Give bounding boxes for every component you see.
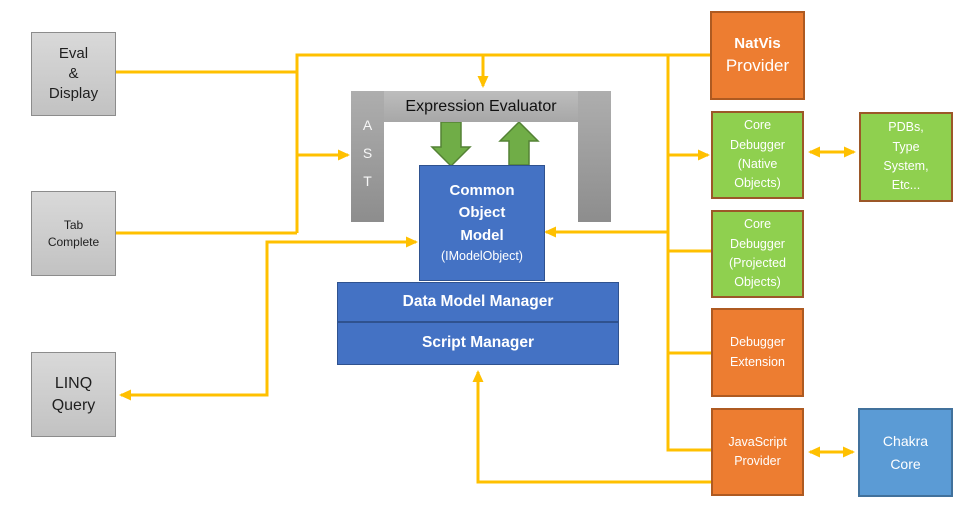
- natvis-line: NatVis: [734, 35, 781, 53]
- com-line: Object: [458, 204, 506, 222]
- ast-column: A S T: [351, 91, 384, 222]
- tab-complete-line: Complete: [47, 234, 100, 249]
- natvis-provider-box: NatVis Provider: [710, 11, 805, 100]
- debugger-extension-box: Debugger Extension: [711, 308, 804, 397]
- script-manager-label: Script Manager: [422, 334, 534, 352]
- core-debugger-projected-box: Core Debugger (Projected Objects): [711, 210, 804, 298]
- debugger-extension-line: Extension: [730, 354, 785, 369]
- pdbs-line: System,: [883, 159, 929, 173]
- bridge-right-column: [578, 91, 611, 222]
- connector-jsprovider-to-script-manager: [472, 370, 711, 484]
- com-subtitle: (IModelObject): [441, 249, 523, 264]
- tab-complete-line: Tab: [63, 218, 84, 233]
- core-projected-line: Objects): [734, 275, 781, 290]
- chakra-core-line: Core: [890, 455, 921, 472]
- ast-letter: S: [362, 145, 373, 161]
- chakra-core-box: Chakra Core: [858, 408, 953, 497]
- block-arrow-up-model-to-evaluator: [498, 120, 540, 166]
- chakra-core-line: Chakra: [882, 433, 929, 450]
- core-native-line: Objects): [734, 176, 781, 191]
- ast-letter: A: [362, 117, 373, 133]
- block-arrow-down-evaluator-to-model: [430, 121, 472, 168]
- expression-evaluator-bar: Expression Evaluator: [384, 91, 578, 122]
- ast-letter: T: [363, 173, 372, 189]
- eval-display-line: Eval: [58, 44, 89, 62]
- linq-query-box: LINQ Query: [31, 352, 116, 437]
- pdbs-line: Type: [892, 139, 920, 154]
- core-projected-line: (Projected: [729, 256, 786, 270]
- common-object-model-box: Common Object Model (IModelObject): [419, 165, 545, 281]
- eval-display-box: Eval & Display: [31, 32, 116, 116]
- data-model-manager-label: Data Model Manager: [402, 292, 554, 310]
- eval-display-line: Display: [48, 85, 99, 103]
- core-debugger-native-box: Core Debugger (Native Objects): [711, 111, 804, 199]
- core-projected-line: Debugger: [730, 236, 785, 251]
- linq-query-line: Query: [51, 396, 96, 414]
- expression-evaluator-label: Expression Evaluator: [405, 97, 557, 115]
- debugger-extension-line: Debugger: [730, 335, 785, 350]
- core-projected-line: Core: [743, 217, 772, 232]
- javascript-provider-box: JavaScript Provider: [711, 408, 804, 496]
- pdbs-line: PDBs,: [888, 120, 924, 135]
- pdbs-type-system-box: PDBs, Type System, Etc...: [859, 112, 953, 202]
- data-model-manager-box: Data Model Manager: [337, 282, 619, 322]
- core-native-line: Core: [743, 118, 772, 133]
- core-native-line: (Native: [737, 157, 778, 171]
- script-manager-box: Script Manager: [337, 322, 619, 365]
- javascript-provider-line: Provider: [734, 454, 781, 468]
- core-native-line: Debugger: [730, 137, 785, 152]
- connector-right-trunk: [666, 55, 711, 452]
- natvis-line: Provider: [725, 56, 790, 76]
- linq-query-line: LINQ: [54, 374, 93, 392]
- eval-display-line: &: [68, 64, 79, 82]
- com-line: Model: [460, 226, 504, 244]
- pdbs-line: Etc...: [891, 178, 921, 193]
- com-line: Common: [449, 181, 515, 199]
- tab-complete-box: Tab Complete: [31, 191, 116, 276]
- javascript-provider-line: JavaScript: [728, 434, 787, 449]
